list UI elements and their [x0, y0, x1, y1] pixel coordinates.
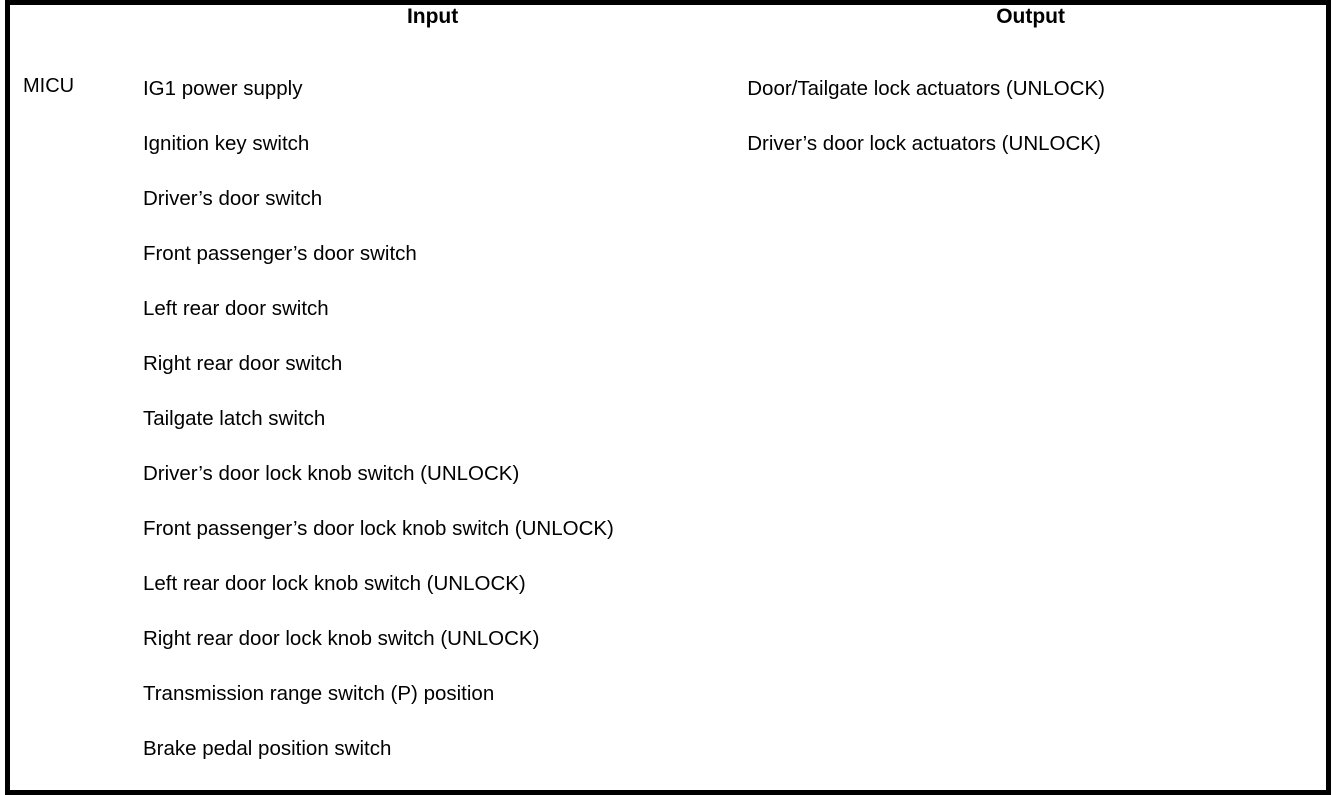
cell-output-actuators: Door/Tailgate lock actuators (UNLOCK) Dr…	[735, 60, 1329, 793]
table-row: MICU IG1 power supply Ignition key switc…	[7, 60, 1329, 793]
column-header-unit	[7, 2, 130, 60]
list-item: Right rear door lock knob switch (UNLOCK…	[142, 627, 540, 650]
list-item: Front passenger’s door switch	[142, 242, 417, 265]
input-output-table: Input Output MICU IG1 power supply Ignit…	[5, 0, 1331, 795]
list-item: Left rear door switch	[142, 297, 329, 320]
header-row: Input Output	[7, 2, 1329, 60]
list-item: Brake pedal position switch	[142, 737, 392, 760]
list-item: Front passenger’s door lock knob switch …	[142, 517, 614, 540]
list-item: Left rear door lock knob switch (UNLOCK)	[142, 572, 526, 595]
column-header-output: Output	[735, 2, 1329, 60]
list-item: Door/Tailgate lock actuators (UNLOCK)	[747, 77, 1105, 100]
list-item: Transmission range switch (P) position	[142, 682, 495, 705]
table-header: Input Output	[7, 2, 1329, 60]
input-signal-list: IG1 power supply Ignition key switch Dri…	[130, 60, 735, 762]
output-actuator-list: Door/Tailgate lock actuators (UNLOCK) Dr…	[735, 60, 1326, 157]
cell-input-signals: IG1 power supply Ignition key switch Dri…	[129, 60, 736, 793]
list-item: IG1 power supply	[142, 77, 303, 100]
list-item: Right rear door switch	[142, 352, 343, 375]
column-header-input: Input	[129, 2, 736, 60]
list-item: Ignition key switch	[142, 132, 310, 155]
list-item: Tailgate latch switch	[142, 407, 326, 430]
list-item: Driver’s door lock knob switch (UNLOCK)	[142, 462, 520, 485]
table-body: MICU IG1 power supply Ignition key switc…	[7, 60, 1329, 793]
list-item: Driver’s door lock actuators (UNLOCK)	[747, 132, 1101, 155]
list-item: Driver’s door switch	[142, 187, 323, 210]
cell-unit-micu: MICU	[7, 60, 130, 793]
unit-name-label: MICU	[23, 75, 75, 97]
